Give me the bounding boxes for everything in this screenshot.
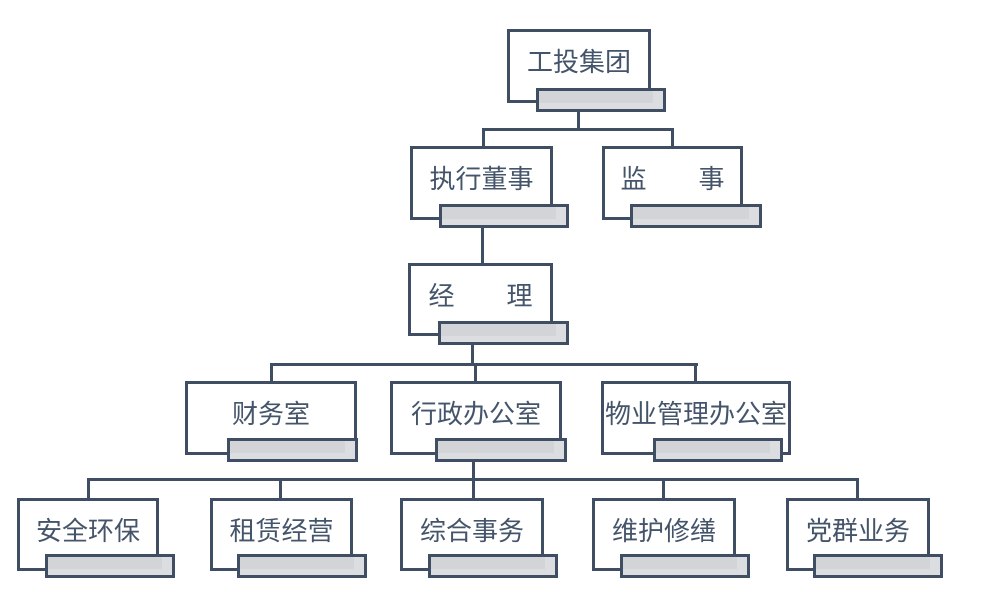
connector-drop-supervisor (671, 128, 674, 146)
connector-rail-level5 (87, 478, 859, 481)
org-node-label: 党群业务 (805, 515, 910, 546)
node-shadow-bar (536, 88, 666, 112)
node-shadow-bar (813, 554, 943, 578)
connector-rail-level2 (482, 128, 674, 131)
node-shadow-bar (227, 438, 358, 462)
node-shadow-bar (439, 204, 569, 228)
connector-drop-executive-director (482, 128, 485, 146)
org-node-label: 综合事务 (419, 515, 524, 546)
org-node-label: 经 理 (428, 280, 533, 311)
node-shadow-bar (428, 554, 558, 578)
org-node-label: 租赁经营 (229, 515, 334, 546)
node-shadow-bar (438, 321, 569, 345)
connector-drop-safety-environment (87, 478, 90, 498)
node-shadow-bar (45, 554, 175, 578)
node-shadow-bar (237, 554, 367, 578)
connector-drop-finance-office (270, 363, 273, 381)
connector-rail-level4 (270, 363, 698, 366)
node-shadow-bar (630, 204, 762, 228)
org-node-label: 维护修缮 (611, 515, 716, 546)
org-node-label: 行政办公室 (410, 399, 541, 429)
connector-drop-property-office (694, 363, 697, 381)
org-node-label: 财务室 (231, 399, 310, 429)
connector-drop-maintenance-repair (662, 478, 665, 498)
connector-manager-riser (471, 345, 474, 366)
org-node-label: 安全环保 (35, 515, 140, 546)
org-node-label: 执行董事 (429, 164, 534, 194)
org-node-label: 物业管理办公室 (604, 399, 787, 429)
connector-drop-leasing-operation (279, 478, 282, 498)
org-node-label: 工投集团 (526, 47, 631, 77)
connector-root-riser (577, 112, 580, 131)
org-node-label: 监 事 (620, 164, 725, 194)
connector-drop-party-mass-affairs (856, 478, 859, 498)
connector-executive-to-manager (481, 228, 484, 263)
node-shadow-bar (620, 554, 750, 578)
node-shadow-bar (435, 438, 567, 462)
connector-drop-admin-office (474, 363, 477, 381)
node-shadow-bar (653, 438, 783, 462)
